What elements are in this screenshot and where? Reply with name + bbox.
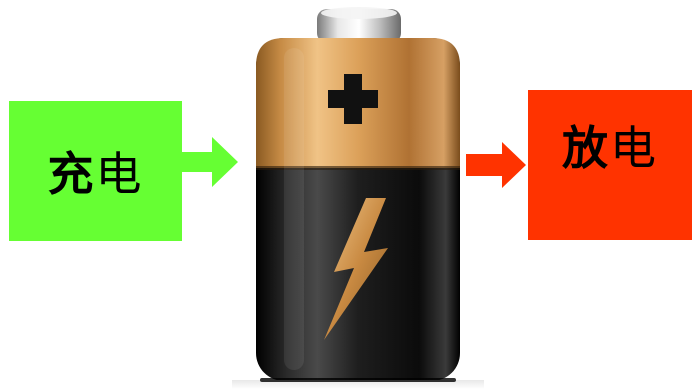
battery [226,0,496,389]
discharge-label-box: 放电 [528,90,692,240]
discharge-label-char1: 放 [562,112,610,178]
battery-gloss [284,48,304,370]
battery-terminal-top [321,7,397,19]
discharge-label-char2: 电 [610,112,658,178]
charge-label-box: 充电 [9,101,182,241]
charge-label-char2: 电 [96,138,144,204]
charge-label-char1: 充 [48,138,96,204]
battery-bottom-edge [260,378,456,382]
